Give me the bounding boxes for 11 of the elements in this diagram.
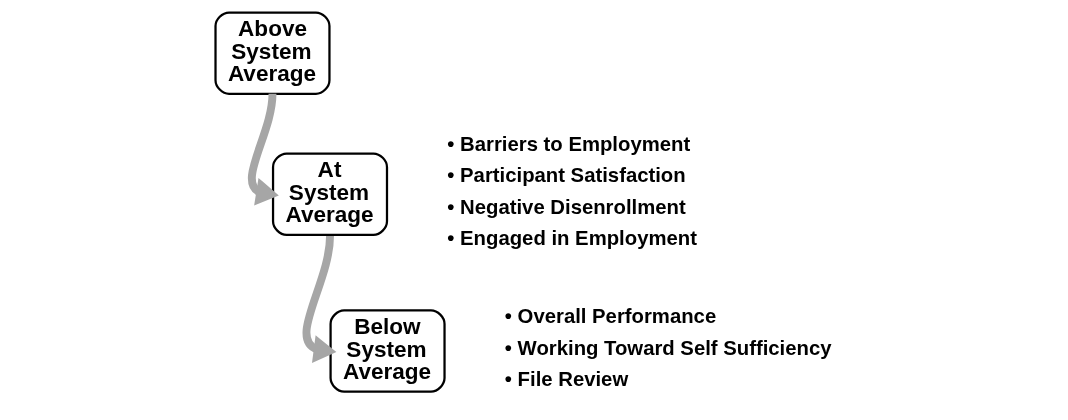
node-label: • Negative Disenrollment (446, 195, 686, 218)
node-label: • File Review (504, 368, 628, 391)
node-label: • Engaged in Employment (446, 227, 697, 250)
node-label: • Barriers to Employment (446, 132, 690, 155)
node-box: Above System Average (213, 11, 331, 95)
arrow (302, 235, 336, 363)
node-box: Below System Average (328, 309, 446, 393)
node-label: • Working Toward Self Sufficiency (504, 336, 832, 359)
node-box: At System Average (271, 152, 388, 236)
node-label: • Participant Satisfaction (446, 164, 686, 187)
node-label: • Overall Performance (504, 305, 716, 328)
